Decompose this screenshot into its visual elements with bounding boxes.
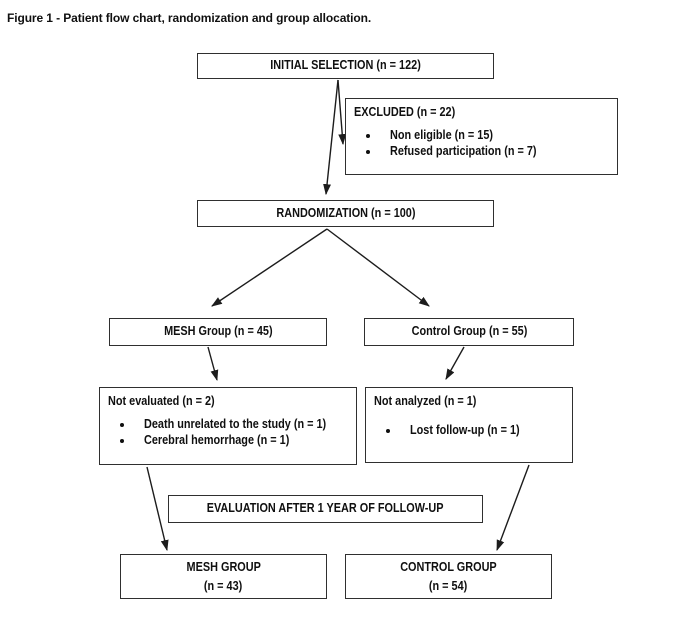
node-excluded-heading-text: EXCLUDED (n = 22) bbox=[354, 105, 456, 119]
node-excluded-heading: EXCLUDED (n = 22) bbox=[354, 105, 609, 121]
list-item-text: Refused participation (n = 7) bbox=[390, 144, 537, 159]
list-item: Lost follow-up (n = 1) bbox=[400, 423, 564, 439]
list-item-text: Cerebral hemorrhage (n = 1) bbox=[144, 433, 290, 448]
node-not-evaluated-heading-text: Not evaluated (n = 2) bbox=[108, 394, 215, 408]
node-mesh-final-line2: (n = 43) bbox=[204, 578, 243, 593]
node-randomization: RANDOMIZATION (n = 100) bbox=[197, 200, 494, 227]
node-evaluation-followup-label: EVALUATION AFTER 1 YEAR OF FOLLOW-UP bbox=[207, 501, 444, 516]
node-mesh-group: MESH Group (n = 45) bbox=[109, 318, 327, 346]
arrow-initial-to-excluded bbox=[337, 79, 347, 146]
node-not-analyzed: Not analyzed (n = 1) Lost follow-up (n =… bbox=[365, 387, 573, 463]
list-item-text: Non eligible (n = 15) bbox=[390, 127, 494, 142]
node-not-analyzed-heading: Not analyzed (n = 1) bbox=[374, 394, 564, 410]
list-item-text: Death unrelated to the study (n = 1) bbox=[144, 416, 327, 431]
node-control-group: Control Group (n = 55) bbox=[364, 318, 574, 346]
node-not-analyzed-heading-text: Not analyzed (n = 1) bbox=[374, 394, 477, 408]
node-excluded-list: Non eligible (n = 15) Refused participat… bbox=[354, 128, 609, 160]
node-mesh-final: MESH GROUP (n = 43) bbox=[120, 554, 327, 599]
node-randomization-label: RANDOMIZATION (n = 100) bbox=[275, 205, 416, 220]
arrow-not-analyzed-to-control-final bbox=[496, 464, 530, 552]
node-not-evaluated-list: Death unrelated to the study (n = 1) Cer… bbox=[108, 417, 348, 449]
node-control-final-line2: (n = 54) bbox=[429, 578, 468, 593]
node-not-evaluated-heading: Not evaluated (n = 2) bbox=[108, 394, 348, 410]
list-item: Death unrelated to the study (n = 1) bbox=[134, 417, 348, 433]
list-item: Refused participation (n = 7) bbox=[380, 144, 609, 160]
arrow-control-to-not-analyzed bbox=[445, 346, 465, 380]
node-evaluation-followup: EVALUATION AFTER 1 YEAR OF FOLLOW-UP bbox=[168, 495, 483, 523]
node-initial-selection-label: INITIAL SELECTION (n = 122) bbox=[270, 58, 421, 73]
node-control-final-line1: CONTROL GROUP bbox=[400, 559, 497, 574]
node-initial-selection: INITIAL SELECTION (n = 122) bbox=[197, 53, 494, 79]
list-item: Cerebral hemorrhage (n = 1) bbox=[134, 433, 348, 449]
arrow-randomization-to-control bbox=[326, 228, 430, 307]
node-excluded: EXCLUDED (n = 22) Non eligible (n = 15) … bbox=[345, 98, 618, 175]
node-mesh-final-line1: MESH GROUP bbox=[186, 559, 261, 574]
arrow-not-evaluated-to-mesh-final bbox=[146, 466, 169, 552]
node-not-analyzed-list: Lost follow-up (n = 1) bbox=[374, 423, 564, 439]
node-control-group-label: Control Group (n = 55) bbox=[411, 324, 527, 339]
figure-caption: Figure 1 - Patient flow chart, randomiza… bbox=[7, 11, 372, 25]
list-item-text: Lost follow-up (n = 1) bbox=[410, 422, 520, 437]
node-control-final: CONTROL GROUP (n = 54) bbox=[345, 554, 552, 599]
arrow-mesh-to-not-evaluated bbox=[207, 346, 219, 382]
node-not-evaluated: Not evaluated (n = 2) Death unrelated to… bbox=[99, 387, 357, 465]
arrow-randomization-to-mesh bbox=[211, 228, 328, 307]
node-mesh-group-label: MESH Group (n = 45) bbox=[163, 324, 273, 339]
list-item: Non eligible (n = 15) bbox=[380, 128, 609, 144]
arrow-initial-to-randomization bbox=[323, 79, 339, 196]
